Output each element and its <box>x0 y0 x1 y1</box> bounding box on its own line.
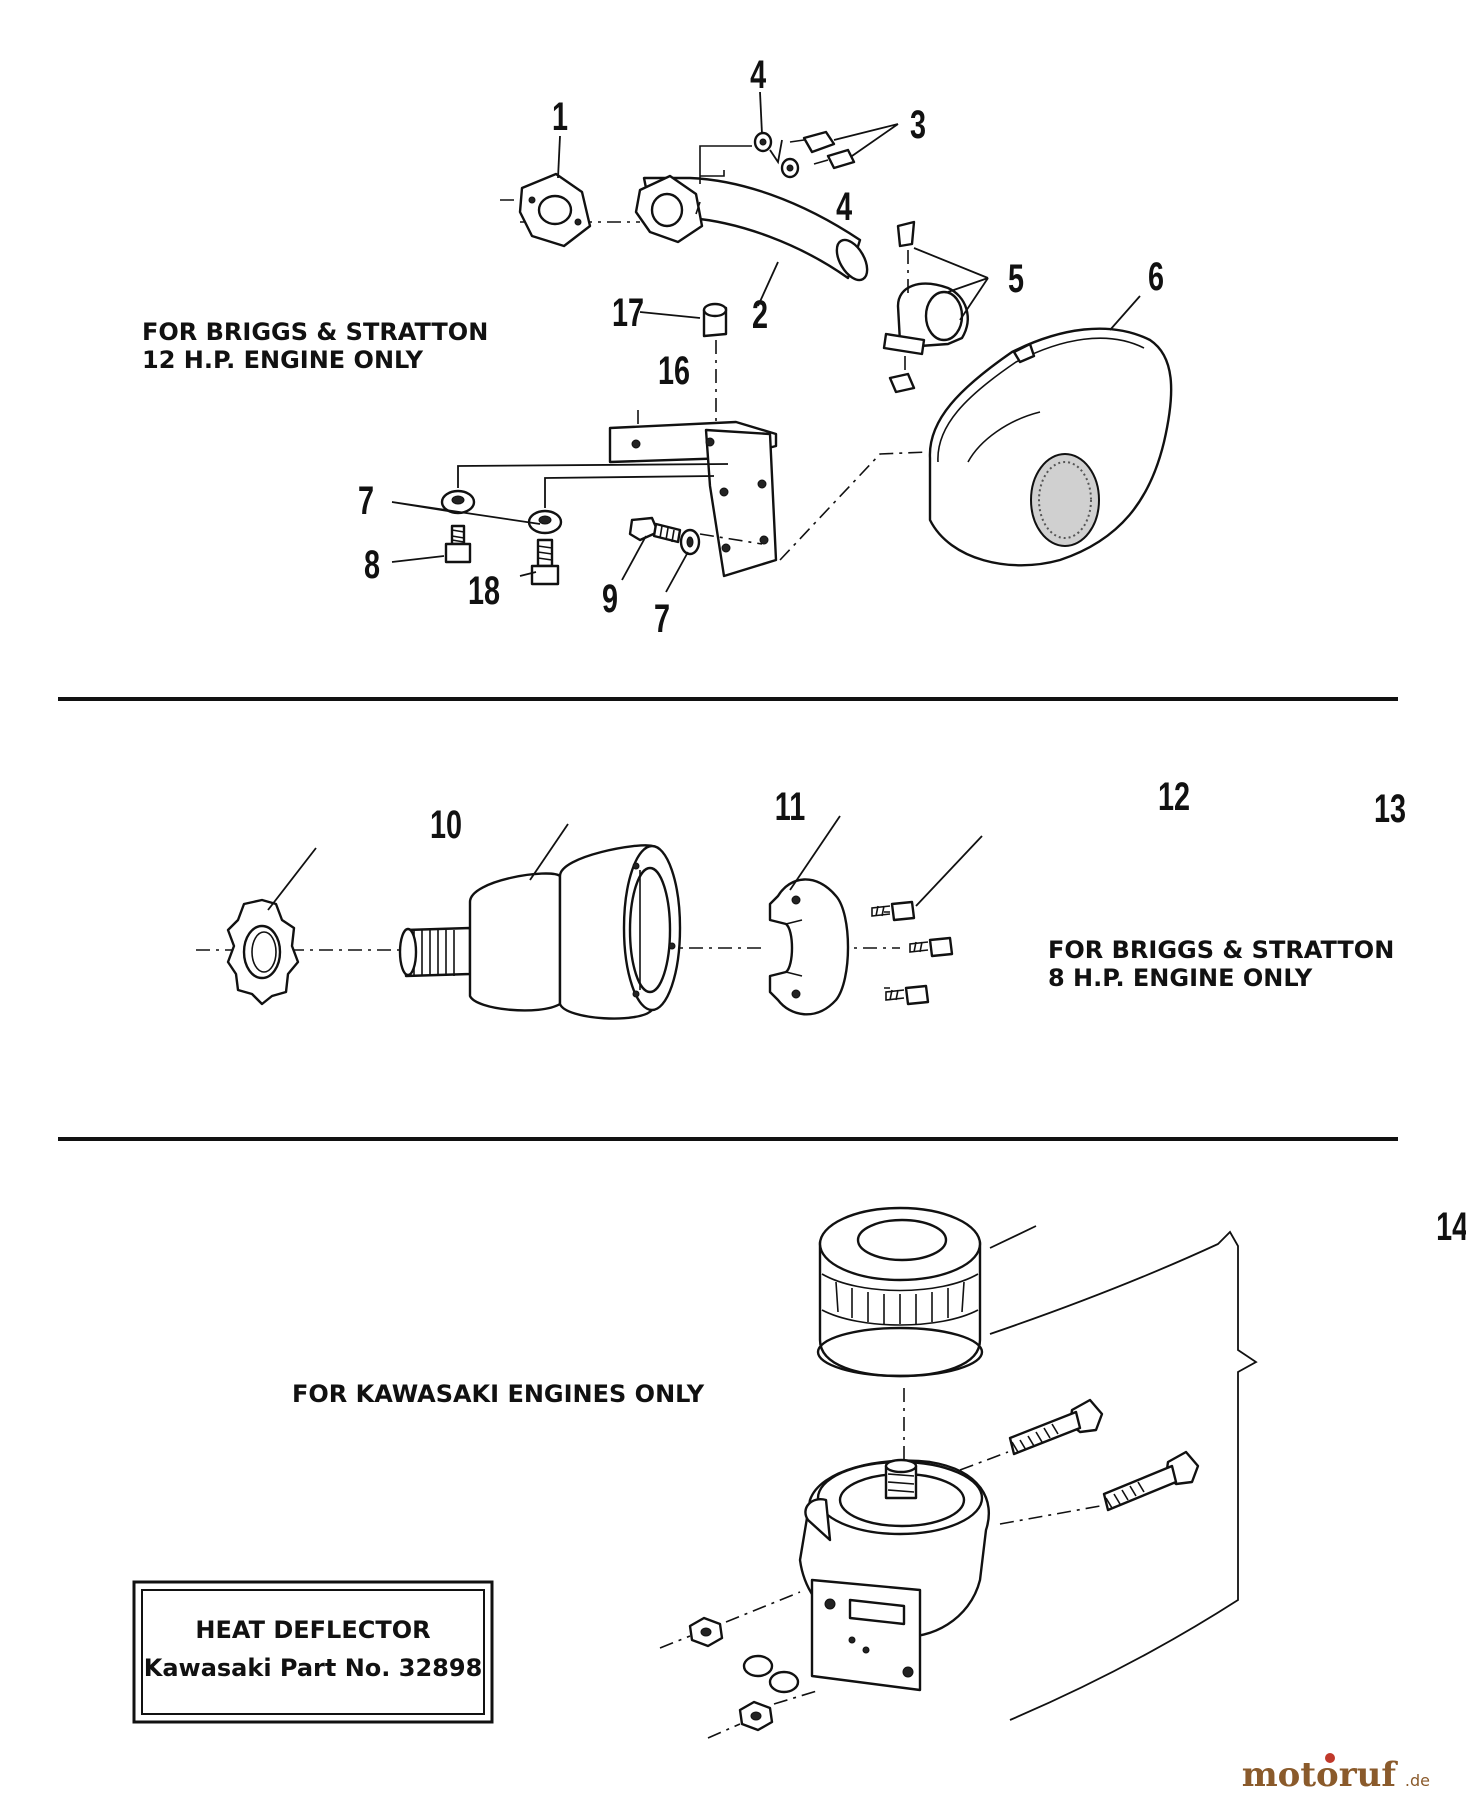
part-15-hardware <box>659 1591 821 1739</box>
callout-8: 8 <box>364 542 380 587</box>
section-kawasaki: FOR KAWASAKI ENGINES ONLY <box>132 1204 1466 1739</box>
part-14-oil-filter <box>816 1206 984 1378</box>
part-12-cover <box>768 878 850 1016</box>
callout-5: 5 <box>1008 256 1024 301</box>
callout-3: 3 <box>910 102 926 147</box>
note-briggs-8hp-line1: FOR BRIGGS & STRATTON <box>1048 936 1394 964</box>
part-8-screw <box>444 524 472 564</box>
callout-7-left: 7 <box>358 478 374 523</box>
part-13-screws <box>871 900 954 1006</box>
callout-7-right: 7 <box>654 596 670 641</box>
part-15-filter-base <box>798 1458 991 1692</box>
watermark-main: motoruf <box>1242 1755 1399 1795</box>
centerline-8hp <box>196 911 900 989</box>
part-10-lock-washer <box>226 898 300 1006</box>
note-briggs-12hp-line2: 12 H.P. ENGINE ONLY <box>142 346 424 374</box>
callout-16: 16 <box>658 348 690 393</box>
callout-4-lower: 4 <box>836 184 853 229</box>
part-18-screw <box>530 538 560 586</box>
callout-10: 10 <box>430 802 462 847</box>
bracket-15 <box>989 1230 1258 1721</box>
heat-deflector-title: HEAT DEFLECTOR <box>195 1616 430 1644</box>
part-17-spacer <box>702 302 728 424</box>
part-16-bracket <box>608 410 778 578</box>
watermark-logo: motoruf .de <box>1242 1753 1430 1795</box>
section-briggs-8hp: FOR BRIGGS & STRATTON 8 H.P. ENGINE ONLY <box>196 774 1406 1020</box>
callout-12: 12 <box>1158 774 1190 819</box>
callout-4-top: 4 <box>750 52 767 97</box>
callout-17: 17 <box>612 290 644 335</box>
watermark-dot <box>1325 1753 1335 1763</box>
watermark-suffix: .de <box>1405 1771 1430 1790</box>
callout-2: 2 <box>752 292 768 337</box>
part-9-bolt <box>628 516 682 544</box>
note-kawasaki: FOR KAWASAKI ENGINES ONLY <box>292 1380 705 1408</box>
part-2-exhaust-pipe <box>634 174 869 282</box>
callout-13: 13 <box>1374 786 1406 831</box>
callout-9: 9 <box>602 576 618 621</box>
callout-14: 14 <box>1436 1204 1466 1249</box>
part-15-bolts <box>959 1398 1200 1525</box>
part-7-washers <box>440 489 701 556</box>
callout-11: 11 <box>775 784 805 829</box>
note-briggs-8hp-line2: 8 H.P. ENGINE ONLY <box>1048 964 1313 992</box>
part-4-nuts <box>753 131 800 179</box>
part-1-gasket <box>518 172 592 248</box>
part-11-air-cleaner <box>398 844 682 1020</box>
callout-1: 1 <box>552 94 568 139</box>
part-3-bolts <box>789 130 856 170</box>
heat-deflector-part-no: Kawasaki Part No. 32898 <box>144 1654 483 1682</box>
section-briggs-12hp: FOR BRIGGS & STRATTON 12 H.P. ENGINE ONL… <box>142 52 1173 641</box>
part-6-muffler <box>928 327 1173 567</box>
callout-6: 6 <box>1148 254 1164 299</box>
callout-18: 18 <box>468 568 500 613</box>
note-briggs-12hp-line1: FOR BRIGGS & STRATTON <box>142 318 488 346</box>
part-5-clamp <box>882 220 969 394</box>
heat-deflector-box: HEAT DEFLECTOR Kawasaki Part No. 32898 <box>132 1580 494 1724</box>
